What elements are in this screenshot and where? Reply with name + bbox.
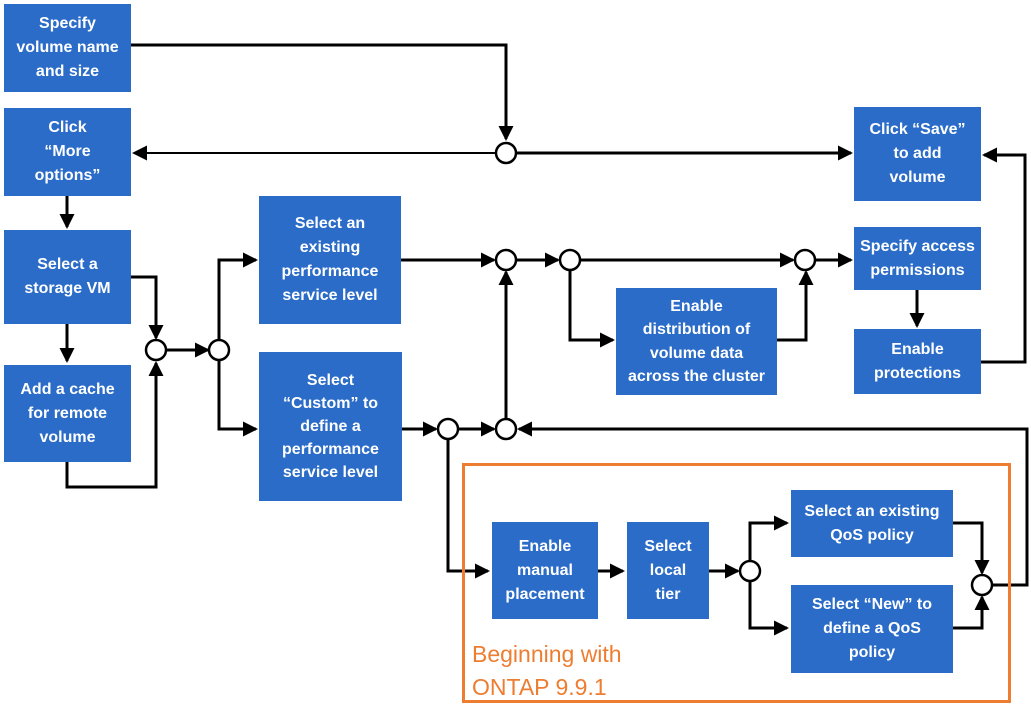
junction-circles bbox=[144, 141, 994, 597]
ontap-991-label: Beginning with ONTAP 9.9.1 bbox=[472, 641, 622, 700]
node-click-save-add-volume: Click “Save” to add volume bbox=[854, 107, 981, 201]
node-select-existing-performance-service-level: Select an existing performance service l… bbox=[259, 196, 401, 324]
node-click-more-options: Click “More options” bbox=[4, 108, 131, 196]
node-select-local-tier: Select local tier bbox=[627, 522, 709, 619]
node-select-storage-vm: Select a storage VM bbox=[4, 230, 131, 324]
node-enable-distribution-volume-data: Enable distribution of volume data acros… bbox=[616, 288, 777, 395]
node-add-cache-remote-volume: Add a cache for remote volume bbox=[4, 365, 131, 462]
node-enable-protections: Enable protections bbox=[854, 329, 981, 394]
node-select-custom-performance-service-level: Select “Custom” to define a performance … bbox=[259, 352, 402, 501]
node-specify-access-permissions: Specify access permissions bbox=[854, 227, 981, 290]
ontap-991-region bbox=[462, 463, 1011, 703]
node-enable-manual-placement: Enable manual placement bbox=[492, 522, 598, 619]
node-specify-volume-name-size: Specify volume name and size bbox=[4, 4, 131, 92]
connector-lines bbox=[59, 43, 1029, 636]
node-select-existing-qos-policy: Select an existing QoS policy bbox=[791, 490, 953, 557]
node-select-new-qos-policy: Select “New” to define a QoS policy bbox=[791, 585, 953, 673]
